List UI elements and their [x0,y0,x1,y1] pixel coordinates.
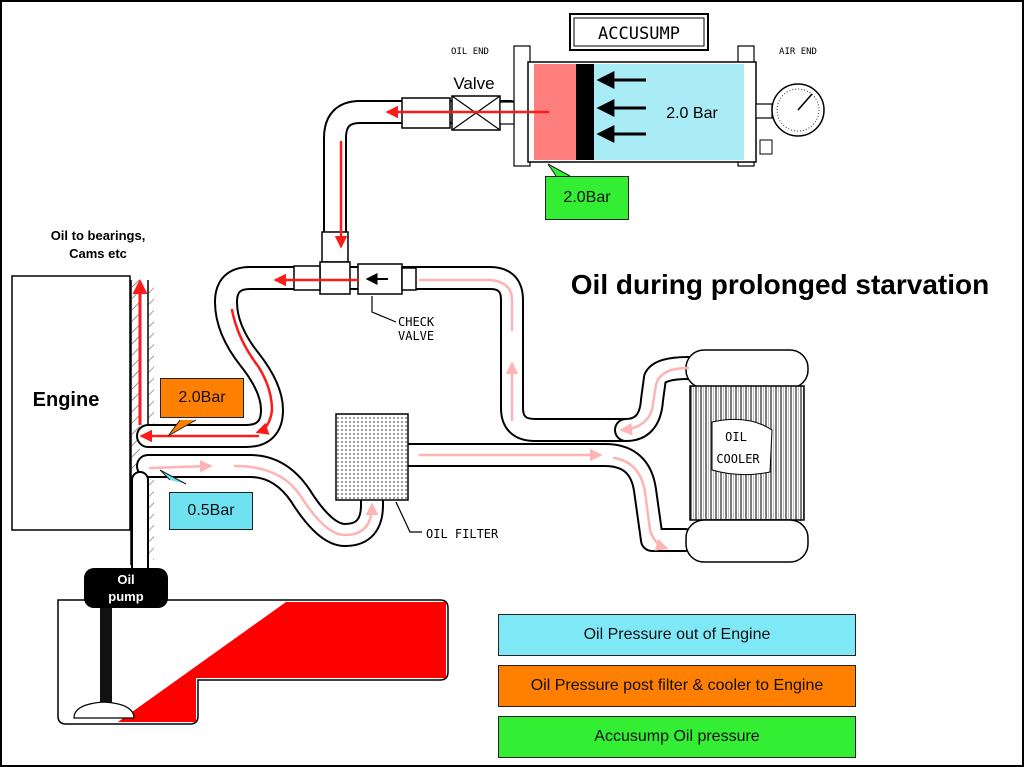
oil-pump-label-1: Oil [117,572,134,587]
legend-oil-out-of-engine: Oil Pressure out of Engine [498,614,856,656]
engine-label: Engine [33,389,100,411]
oil-cooler-label-1: OIL [725,430,747,444]
air-end-label: AIR END [779,47,817,57]
flow-arrows [139,105,690,551]
oil-sump [57,599,449,725]
accusump-title: ACCUSUMP [598,24,680,44]
oil-to-bearings-label-1: Oil to bearings, [51,228,146,243]
oil-filter[interactable] [335,413,422,533]
engine-block [11,275,154,565]
oil-cooler[interactable] [685,349,809,563]
valve-label: Valve [453,74,494,93]
engine-feed-pressure-callout: 2.0Bar [160,378,244,418]
oil-filter-label: OIL FILTER [426,527,499,541]
accusump-piston [576,64,594,160]
check-valve-label-1: CHECK [398,315,435,329]
check-valve-label-2: VALVE [398,329,434,343]
engine-out-pressure-callout: 0.5Bar [169,492,253,530]
accusump-pressure-callout: 2.0Bar [545,176,629,220]
oil-pump[interactable] [84,568,168,608]
accusump-callout-pointer [547,163,571,177]
accusump-air-pressure-label: 2.0 Bar [666,105,718,122]
check-valve[interactable] [357,263,417,323]
legend-post-filter-cooler: Oil Pressure post filter & cooler to Eng… [498,665,856,707]
diagram-title: Oil during prolonged starvation [571,269,989,300]
engine-feed-callout-pointer [167,419,197,437]
oil-pump-label-2: pump [108,589,143,604]
oil-cooler-label-2: COOLER [716,452,760,466]
oil-end-label: OIL END [451,47,489,57]
legend-accusump-pressure: Accusump Oil pressure [498,716,856,758]
oil-to-bearings-label-2: Cams etc [69,246,127,261]
engine-out-callout-pointer [159,469,187,485]
